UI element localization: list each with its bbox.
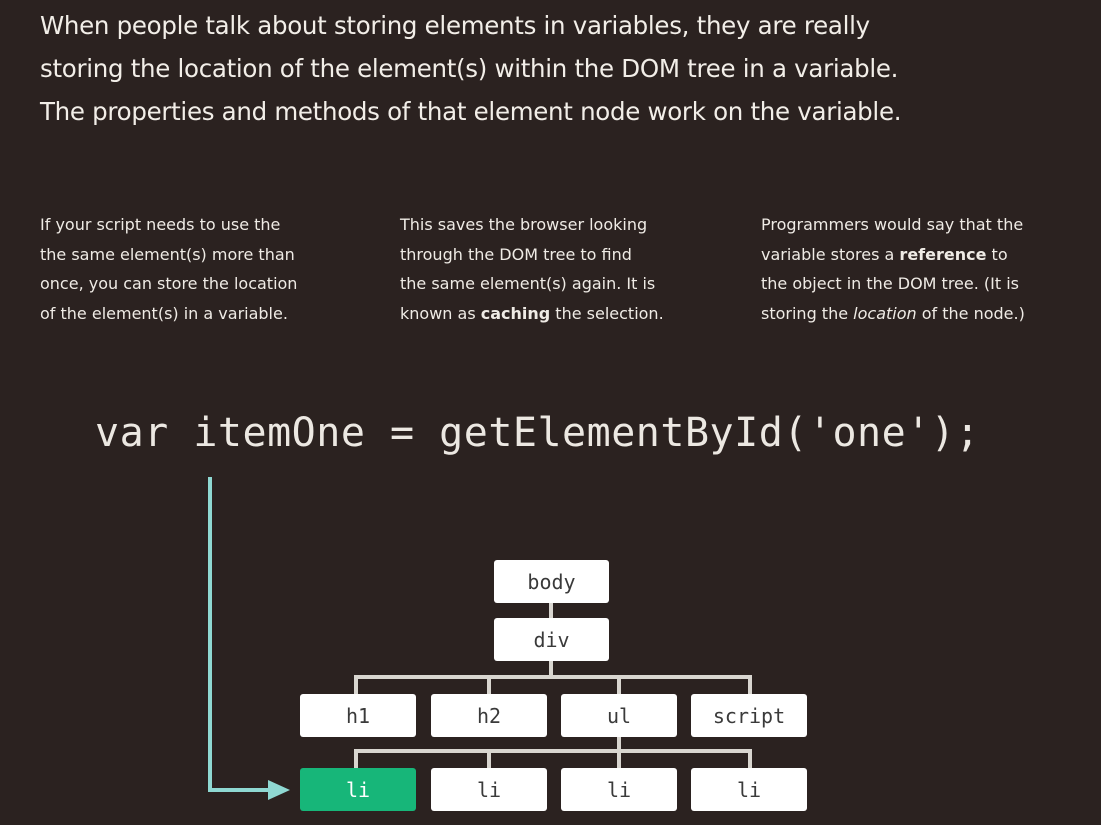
- node-ul: ul: [561, 694, 677, 737]
- intro-line-3: The properties and methods of that eleme…: [40, 97, 902, 126]
- reference-term: reference: [899, 244, 987, 264]
- arrow-horizontal: [208, 788, 272, 792]
- connector-body-div: [549, 603, 553, 618]
- column-right: Programmers would say that the variable …: [761, 210, 1081, 328]
- column-middle-line: the same element(s) again. It is: [400, 274, 656, 293]
- column-left: If your script needs to use the the same…: [40, 210, 360, 328]
- node-div: div: [494, 618, 609, 661]
- text-fragment: storing the: [761, 303, 854, 323]
- node-h1: h1: [300, 694, 416, 737]
- column-left-line: If your script needs to use the: [40, 215, 281, 234]
- connector-h1: [354, 675, 358, 694]
- connector-li-2: [487, 749, 491, 768]
- column-right-line: the object in the DOM tree. (It is: [761, 274, 1020, 293]
- text-fragment: variable stores a: [761, 244, 900, 264]
- column-middle-line: through the DOM tree to find: [400, 244, 632, 264]
- node-body: body: [494, 560, 609, 603]
- column-right-line: variable stores a reference to: [761, 240, 1081, 270]
- node-li: li: [691, 768, 807, 811]
- node-li-highlighted: li: [300, 768, 416, 811]
- connector-ul-down: [617, 737, 621, 751]
- column-left-line: the same element(s) more than: [40, 244, 295, 264]
- text-fragment: to: [986, 244, 1008, 264]
- connector-level3-bar: [354, 749, 752, 753]
- column-middle-line: known as caching the selection.: [400, 299, 720, 329]
- column-middle: This saves the browser looking through t…: [400, 210, 720, 328]
- column-middle-line: This saves the browser looking: [400, 215, 648, 234]
- text-fragment: the selection.: [550, 303, 664, 323]
- intro-paragraph: When people talk about storing elements …: [40, 4, 1080, 133]
- text-fragment: known as: [400, 303, 481, 323]
- intro-line-2: storing the location of the element(s) w…: [40, 54, 899, 83]
- node-li: li: [431, 768, 547, 811]
- location-term: location: [853, 303, 917, 323]
- connector-li-4: [748, 749, 752, 768]
- connector-ul: [617, 675, 621, 694]
- text-fragment: of the node.): [916, 303, 1025, 323]
- column-left-line: of the element(s) in a variable.: [40, 303, 288, 323]
- connector-div-down: [549, 661, 553, 677]
- column-right-line: storing the location of the node.): [761, 299, 1081, 329]
- connector-h2: [487, 675, 491, 694]
- connector-level2-bar: [354, 675, 752, 679]
- connector-li-3: [617, 749, 621, 768]
- column-right-line: Programmers would say that the: [761, 215, 1024, 234]
- node-script: script: [691, 694, 807, 737]
- node-h2: h2: [431, 694, 547, 737]
- code-statement: var itemOne = getElementById('one');: [95, 410, 980, 456]
- caching-term: caching: [480, 303, 551, 323]
- node-li: li: [561, 768, 677, 811]
- arrow-vertical: [208, 477, 212, 792]
- connector-li-1: [354, 749, 358, 768]
- column-left-line: once, you can store the location: [40, 274, 298, 293]
- connector-script: [748, 675, 752, 694]
- arrow-head-icon: [268, 780, 290, 800]
- intro-line-1: When people talk about storing elements …: [40, 11, 870, 40]
